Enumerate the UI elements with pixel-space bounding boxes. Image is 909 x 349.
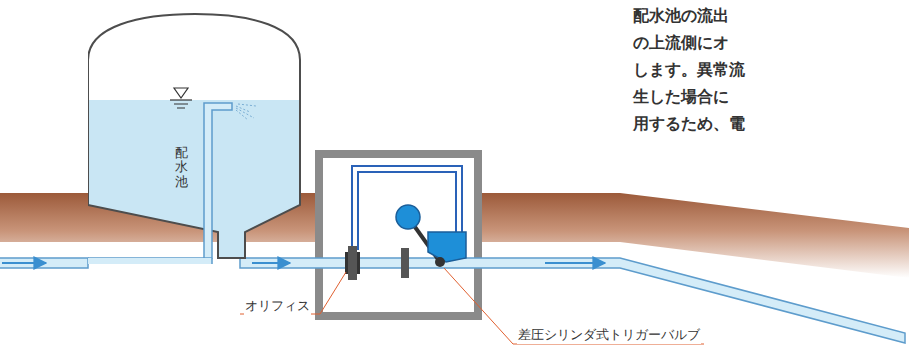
node-label: 配水池: [175, 146, 188, 189]
valve-pivot: [435, 257, 445, 267]
flow-arrow: [545, 262, 605, 264]
spray: [238, 104, 256, 106]
orifice-flange: [345, 252, 348, 274]
part-label: 差圧シリンダ式トリガーバルブ: [517, 326, 701, 344]
description-text: 配水池の流出: [632, 6, 730, 27]
water-level-line: [177, 108, 185, 109]
description-text: 用するため、電: [632, 114, 746, 135]
description-text: 生した場合に: [632, 87, 730, 108]
tank-shape: [88, 12, 302, 264]
reservoir-tank: 配水池: [88, 12, 302, 264]
counterweight: [396, 205, 420, 229]
inlet-pipe: [88, 258, 212, 264]
outflow-pipe: [240, 258, 905, 343]
valve-body: [428, 232, 466, 262]
spray: [236, 108, 254, 118]
inlet-pipe-edge: [88, 258, 212, 264]
orifice-plate: [348, 246, 357, 280]
water-level-line: [174, 104, 188, 105]
spray: [236, 110, 248, 120]
flow-arrow: [2, 262, 46, 264]
leader-line: [240, 272, 346, 314]
leader-line: [444, 268, 704, 344]
description-text: の上流側にオ: [632, 33, 730, 54]
tank-interior: [88, 14, 300, 258]
flow-arrow: [252, 262, 290, 264]
water-level-mark: [174, 88, 188, 98]
description-text: します。異常流: [632, 60, 746, 81]
spray: [236, 106, 250, 112]
water-level-line: [170, 99, 192, 100]
valve-chamber: [319, 154, 478, 316]
pipe-flange: [401, 248, 409, 278]
part-label: オリフィス: [244, 297, 311, 315]
water: [88, 100, 300, 258]
orifice-flange: [357, 252, 360, 274]
tank-outline: [88, 14, 300, 258]
inlet-pipe: [88, 103, 232, 258]
inlet-pipe: [0, 258, 88, 268]
